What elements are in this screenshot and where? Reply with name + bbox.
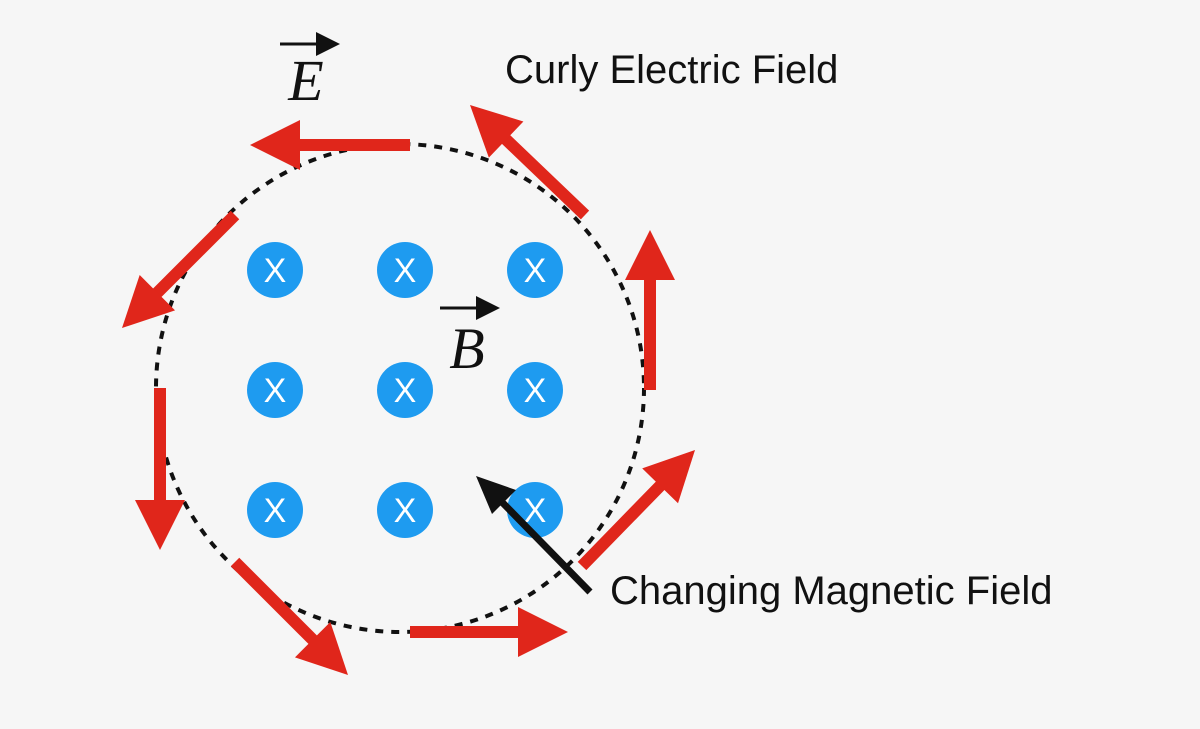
b-vector-label: B <box>440 296 500 381</box>
e-vector-symbol: E <box>287 48 323 113</box>
b-vector-symbol: B <box>449 316 484 381</box>
field-arrow <box>135 388 185 550</box>
field-into-page-icon: X <box>377 362 433 418</box>
svg-text:X: X <box>264 252 287 290</box>
pointer-arrowhead-icon <box>476 476 516 514</box>
field-arrowhead-icon <box>294 621 348 675</box>
field-arrowhead-icon <box>122 274 176 328</box>
field-arrowhead-icon <box>518 607 568 657</box>
field-arrowhead-icon <box>625 230 675 280</box>
changing-field-label: Changing Magnetic Field <box>610 569 1052 613</box>
field-arrow <box>625 230 675 390</box>
field-into-page-icon: X <box>507 362 563 418</box>
curly-field-label: Curly Electric Field <box>505 48 838 92</box>
field-arrow-shaft <box>577 480 666 571</box>
field-arrowhead-icon <box>470 105 524 158</box>
field-arrow <box>410 607 568 657</box>
field-into-page-icon: X <box>377 242 433 298</box>
field-arrow <box>470 105 590 220</box>
field-into-page-icon: X <box>377 482 433 538</box>
e-vector-label: E <box>280 32 340 113</box>
svg-text:X: X <box>264 372 287 410</box>
svg-text:X: X <box>394 492 417 530</box>
field-arrow-shaft <box>151 210 240 299</box>
field-arrow <box>122 210 240 328</box>
field-arrow <box>577 450 695 571</box>
svg-text:X: X <box>394 252 417 290</box>
field-into-page-icon: X <box>247 482 303 538</box>
svg-text:X: X <box>524 372 547 410</box>
field-arrow-shaft <box>500 133 590 220</box>
field-arrow <box>230 557 348 675</box>
pointer-arrow <box>476 476 593 595</box>
field-arrow-shaft <box>230 557 319 646</box>
field-arrowhead-icon <box>642 450 695 504</box>
field-arrowhead-icon <box>135 500 185 550</box>
field-arrowhead-icon <box>250 120 300 170</box>
field-arrow <box>250 120 410 170</box>
field-into-page-icon: X <box>507 242 563 298</box>
field-into-page-icon: X <box>247 242 303 298</box>
svg-text:X: X <box>524 252 547 290</box>
svg-text:X: X <box>264 492 287 530</box>
field-into-page-icon: X <box>247 362 303 418</box>
svg-text:X: X <box>394 372 417 410</box>
magnetic-field-grid: X X X X X X X <box>247 242 563 538</box>
electric-field-arrows <box>122 105 695 675</box>
svg-text:X: X <box>524 492 547 530</box>
